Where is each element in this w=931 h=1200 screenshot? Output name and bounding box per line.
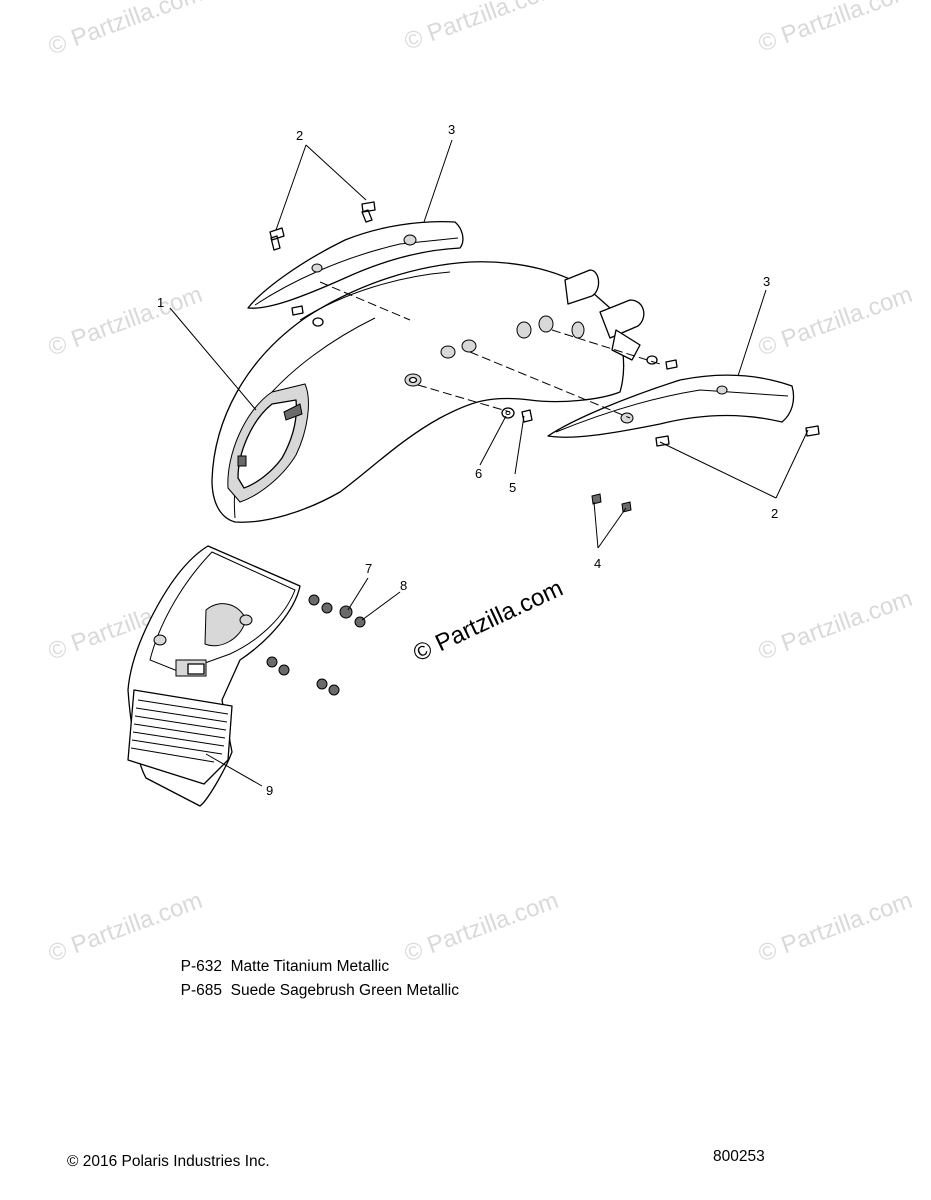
watermark: © Partzilla.com — [401, 0, 562, 56]
watermark: © Partzilla.com — [45, 0, 206, 61]
license-plate-bracket — [127, 545, 301, 807]
callout-7: 7 — [365, 561, 372, 576]
paint-code: P-632 — [180, 958, 222, 975]
copyright-text: © 2016 Polaris Industries Inc. — [67, 1153, 270, 1170]
leader-lines — [169, 139, 809, 787]
bracket-hardware — [266, 594, 366, 696]
callout-2: 2 — [771, 506, 778, 521]
callout-6: 6 — [475, 466, 482, 481]
paint-code-row: P-632 Matte Titanium Metallic — [172, 940, 390, 976]
watermark-layer: © Partzilla.com © Partzilla.com © Partzi… — [45, 0, 916, 968]
callout-8: 8 — [400, 578, 407, 593]
watermark: © Partzilla.com — [755, 0, 916, 58]
assembly-lines — [319, 281, 661, 419]
plate-grille — [130, 699, 229, 763]
paint-name: Matte Titanium Metallic — [230, 958, 390, 975]
right-fender-rail — [547, 374, 795, 438]
rear-fender — [211, 261, 645, 523]
paint-name: Suede Sagebrush Green Metallic — [230, 982, 459, 999]
callout-1: 1 — [157, 295, 164, 310]
main-watermark: © Partzilla.com — [409, 575, 567, 668]
callout-3: 3 — [448, 122, 455, 137]
bolt-group — [269, 201, 820, 447]
watermark: © Partzilla.com — [755, 585, 916, 666]
left-fender-rail — [247, 221, 464, 309]
callout-4: 4 — [594, 556, 601, 571]
diagram-id: 800253 — [713, 1148, 765, 1165]
watermark: © Partzilla.com — [401, 887, 562, 968]
callout-labels: 2 3 1 3 6 5 2 4 7 8 9 — [157, 122, 778, 798]
callout-5: 5 — [509, 480, 516, 495]
paint-code: P-685 — [180, 982, 222, 999]
watermark: © Partzilla.com — [755, 281, 916, 362]
callout-3: 3 — [763, 274, 770, 289]
callout-2: 2 — [296, 128, 303, 143]
callout-9: 9 — [266, 783, 273, 798]
paint-code-row: P-685 Suede Sagebrush Green Metallic — [172, 964, 459, 1000]
watermark: © Partzilla.com — [755, 887, 916, 968]
